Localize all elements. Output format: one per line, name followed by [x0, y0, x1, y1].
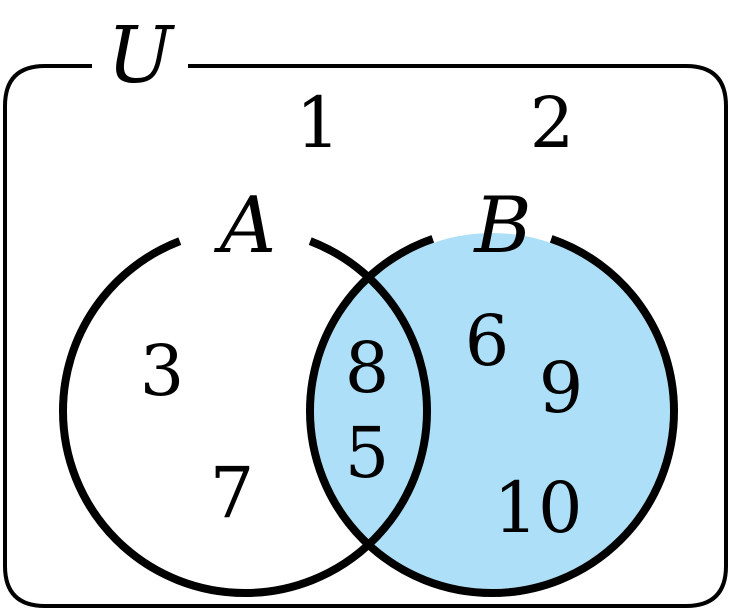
set-b-shaded-region	[314, 233, 670, 589]
set-a-label: A	[214, 181, 276, 271]
element-outside: 1	[296, 82, 341, 164]
element-a-only: 7	[210, 452, 255, 534]
set-a-circle	[59, 225, 431, 597]
element-b-only: 9	[539, 347, 584, 429]
universe-label: U	[107, 11, 175, 101]
element-a-and-b: 5	[345, 412, 390, 494]
universe-rectangle	[3, 64, 728, 608]
set-b-label: B	[472, 181, 531, 271]
element-a-and-b: 8	[345, 327, 390, 409]
element-outside: 2	[530, 82, 575, 164]
element-b-only: 10	[493, 467, 582, 549]
set-b-circle	[306, 225, 678, 597]
element-b-only: 6	[465, 300, 510, 382]
element-a-only: 3	[140, 330, 185, 412]
